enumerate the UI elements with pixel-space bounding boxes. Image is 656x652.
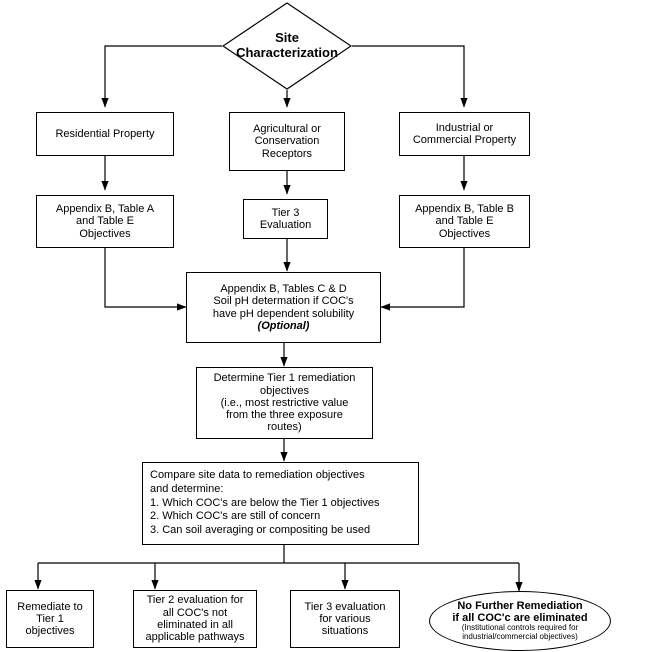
tier3-various-line3: situations xyxy=(321,625,369,638)
agricultural-conservation-label: Agricultural or Conservation Receptors xyxy=(253,123,321,160)
no-further-remediation-label: No Further Remediation if all COC'c are … xyxy=(430,600,610,643)
agricultural-line2: Conservation xyxy=(254,135,320,148)
node-site-characterization[interactable]: Site Characterization xyxy=(222,2,352,90)
tier3-various-line1: Tier 3 evaluation xyxy=(304,600,386,613)
determine-tier1-line4: from the three exposure xyxy=(226,409,343,422)
tier2-line1: Tier 2 evaluation for xyxy=(146,594,244,607)
soil-ph-optional-note: (Optional) xyxy=(257,319,310,332)
diamond-shape xyxy=(222,2,352,90)
tier-3-evaluation-label: Tier 3 Evaluation xyxy=(260,207,311,232)
industrial-line2: Commercial Property xyxy=(412,134,517,146)
node-tier-3-evaluation[interactable]: Tier 3 Evaluation xyxy=(243,199,328,239)
node-remediate-tier-1[interactable]: Remediate to Tier 1 objectives xyxy=(6,590,94,648)
appendix-b-line3: Objectives xyxy=(438,227,491,240)
node-appendix-b-table-b[interactable]: Appendix B, Table B and Table E Objectiv… xyxy=(399,195,530,248)
node-tier-2-evaluation[interactable]: Tier 2 evaluation for all COC's not elim… xyxy=(133,590,257,648)
tier-2-evaluation-label: Tier 2 evaluation for all COC's not elim… xyxy=(134,594,256,643)
appendix-a-line3: Objectives xyxy=(79,227,131,240)
appendix-b-line1: Appendix B, Table B xyxy=(415,203,514,216)
node-industrial-commercial[interactable]: Industrial or Commercial Property xyxy=(399,112,530,156)
no-further-line2: if all COC'c are eliminated xyxy=(452,612,588,625)
compare-line1: Compare site data to remediation objecti… xyxy=(150,468,365,481)
tier3-eval-line2: Evaluation xyxy=(259,219,312,231)
no-further-line1: No Further Remediation xyxy=(457,599,583,612)
determine-tier1-label: Determine Tier 1 remediation objectives … xyxy=(197,372,372,434)
node-appendix-b-table-a[interactable]: Appendix B, Table A and Table E Objectiv… xyxy=(36,195,174,248)
residential-property-label: Residential Property xyxy=(55,127,155,140)
soil-ph-label: Appendix B, Tables C & D Soil pH determa… xyxy=(187,283,380,332)
appendix-b-table-a-label: Appendix B, Table A and Table E Objectiv… xyxy=(37,203,173,240)
agricultural-line3: Receptors xyxy=(261,147,313,160)
site-characterization-label: Site Characterization xyxy=(222,2,352,90)
appendix-a-line2: and Table E xyxy=(76,215,134,228)
no-further-line4: industrial/commercial objectives) xyxy=(462,632,578,642)
compare-line3: 1. Which COC's are below the Tier 1 obje… xyxy=(150,496,380,509)
determine-tier1-line5: routes) xyxy=(267,421,302,434)
remediate-tier1-label: Remediate to Tier 1 objectives xyxy=(7,601,93,638)
node-residential-property[interactable]: Residential Property xyxy=(36,112,174,156)
soil-ph-line2: Soil pH determation if COC's xyxy=(213,295,354,308)
appendix-b-line2: and Table E xyxy=(435,215,494,228)
compare-line2: and determine: xyxy=(150,482,224,495)
no-further-line3: (Institutional controls required for xyxy=(461,623,579,633)
appendix-b-table-b-label: Appendix B, Table B and Table E Objectiv… xyxy=(400,203,529,240)
site-characterization-line2: Characterization xyxy=(236,45,338,60)
node-tier-3-various-situations[interactable]: Tier 3 evaluation for various situations xyxy=(290,590,400,648)
tier2-line3: eliminated in all xyxy=(157,619,233,631)
tier3-various-line2: for various xyxy=(319,612,371,625)
industrial-line1: Industrial or xyxy=(435,121,494,134)
industrial-commercial-label: Industrial or Commercial Property xyxy=(400,122,529,147)
tier2-line2: all COC's not xyxy=(162,606,228,619)
tier-3-various-label: Tier 3 evaluation for various situations xyxy=(291,601,399,638)
agricultural-line1: Agricultural or xyxy=(253,123,321,136)
compare-site-data-label: Compare site data to remediation objecti… xyxy=(150,469,418,538)
soil-ph-line1: Appendix B, Tables C & D xyxy=(220,282,347,295)
wire-appendix-b-to-ph xyxy=(380,248,465,311)
wire-diamond-to-industrial xyxy=(352,45,468,108)
remediate-line2: Tier 1 xyxy=(36,612,64,625)
remediate-line3: objectives xyxy=(25,625,75,638)
tier3-eval-line1: Tier 3 xyxy=(271,206,300,219)
determine-tier1-line2: objectives xyxy=(260,384,309,397)
determine-tier1-line1: Determine Tier 1 remediation xyxy=(213,372,356,385)
remediate-line1: Remediate to xyxy=(17,600,83,613)
tier2-line4: applicable pathways xyxy=(145,631,245,644)
site-characterization-line1: Site xyxy=(275,30,299,46)
node-no-further-remediation[interactable]: No Further Remediation if all COC'c are … xyxy=(429,591,611,651)
wire-diamond-to-residential xyxy=(101,45,222,108)
compare-line5: 3. Can soil averaging or compositing be … xyxy=(150,524,371,537)
determine-tier1-line3: (i.e., most restrictive value xyxy=(220,396,349,409)
node-determine-tier-1[interactable]: Determine Tier 1 remediation objectives … xyxy=(196,367,373,439)
node-agricultural-conservation[interactable]: Agricultural or Conservation Receptors xyxy=(229,112,345,171)
soil-ph-line3: have pH dependent solubility xyxy=(212,307,355,320)
node-compare-site-data[interactable]: Compare site data to remediation objecti… xyxy=(142,462,419,545)
wire-appendix-a-to-ph xyxy=(104,248,187,311)
compare-line4: 2. Which COC's are still of concern xyxy=(150,510,321,523)
node-soil-ph-determination[interactable]: Appendix B, Tables C & D Soil pH determa… xyxy=(186,272,381,343)
appendix-a-line1: Appendix B, Table A xyxy=(55,203,155,216)
